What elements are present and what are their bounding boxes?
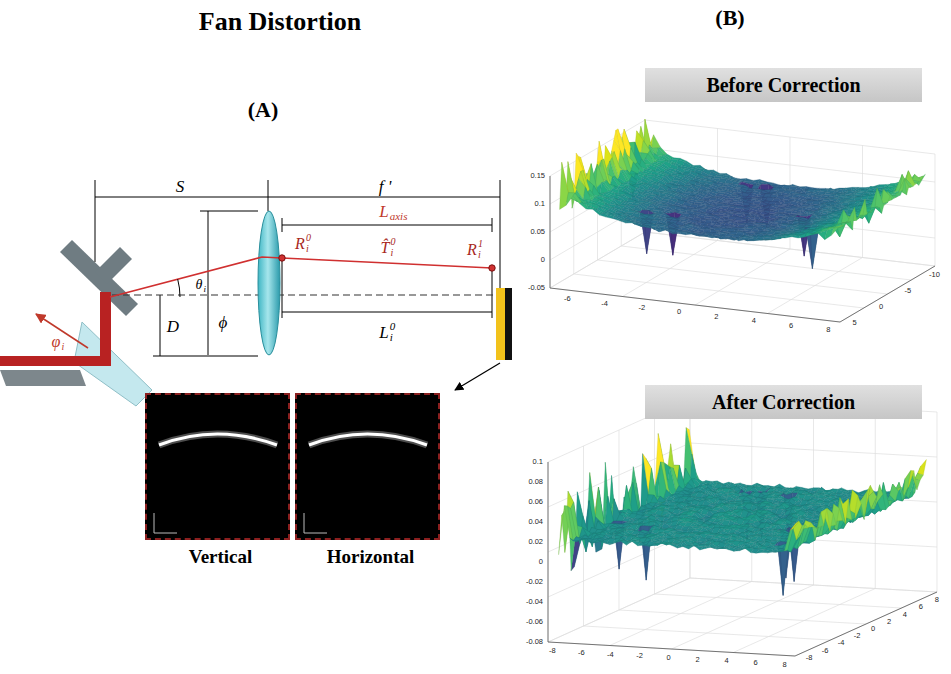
dimension-line [160, 295, 161, 356]
axis-line [548, 462, 549, 642]
surface-plot [550, 119, 935, 322]
laser-beam [100, 292, 111, 366]
grid-line [840, 266, 935, 322]
axis-line [550, 176, 551, 288]
dimension-tick [282, 218, 283, 232]
dimension-line [282, 225, 492, 226]
grid-line [795, 592, 937, 656]
dimension-tick [492, 218, 493, 232]
surface-patch [841, 210, 850, 225]
detector [496, 288, 505, 360]
surface-patch [586, 206, 595, 209]
surface-patch [831, 227, 840, 235]
surface-patch [763, 219, 772, 222]
surface-patch [724, 222, 733, 226]
panel-a-optics [0, 180, 512, 406]
surface-patch [805, 233, 814, 237]
surface-patch [867, 207, 876, 223]
dimension-line [208, 211, 209, 355]
grid-line [645, 148, 935, 182]
dimension-line [95, 197, 500, 198]
detector [505, 288, 512, 360]
grid-line [548, 642, 795, 656]
dimension-tick [200, 211, 258, 212]
surface-patch [583, 187, 592, 200]
grid-line [621, 246, 911, 280]
dimension-line [500, 180, 501, 288]
grid-line [937, 412, 938, 592]
dimension-line [282, 261, 283, 318]
surface-plot [548, 398, 937, 656]
surface-patch [881, 190, 890, 205]
ray-point [279, 255, 285, 261]
galvo-mirror [95, 247, 132, 284]
grid-line [550, 176, 551, 288]
grid-line [645, 232, 935, 266]
grid-line [645, 176, 935, 210]
angle-arc [178, 279, 180, 297]
grid-line [768, 258, 863, 314]
surface-patch [593, 209, 602, 215]
surface-patch [684, 191, 693, 193]
surface-patch [620, 202, 629, 205]
grid-line [619, 610, 866, 624]
axis-line [840, 266, 935, 322]
grid-line [645, 232, 935, 266]
optical-axis [112, 294, 496, 295]
axis-line [550, 288, 840, 322]
surface-plots [548, 119, 937, 656]
grid-line [690, 578, 937, 592]
galvo-mirror [60, 240, 138, 316]
pointer-arrow [455, 363, 500, 390]
surface-patch [613, 217, 622, 221]
grid-line [645, 120, 935, 154]
surface-patch [695, 182, 704, 186]
grid-line [935, 154, 936, 266]
grid-line [550, 288, 840, 322]
axis-line [548, 642, 795, 656]
grid-line [690, 443, 937, 457]
dimension-line [268, 180, 269, 211]
grid-line [645, 204, 935, 238]
surface-patch [692, 234, 701, 236]
surface-patch [619, 183, 628, 187]
grid-line [655, 594, 902, 608]
grey-slab [0, 370, 86, 386]
surface-patch [638, 212, 647, 254]
dimension-line [282, 312, 492, 313]
dimension-tick [153, 356, 258, 357]
dimension-line [95, 180, 96, 262]
surface-patch [650, 224, 659, 227]
light-ray [110, 257, 492, 297]
surface-patch [646, 226, 655, 230]
surface-patch [795, 187, 804, 191]
surface-patch [641, 141, 650, 154]
grid-line [598, 260, 888, 294]
grid-line [733, 589, 875, 653]
surface-patch [633, 223, 642, 227]
surface-patch [566, 193, 575, 206]
grid-line [548, 462, 549, 642]
axis-line [795, 592, 937, 656]
surface-patch [838, 222, 847, 237]
surface-patch [656, 148, 665, 156]
ray-point [489, 265, 495, 271]
surface-patch [626, 220, 635, 224]
surface-patch [652, 135, 661, 148]
laser-beam [0, 356, 111, 366]
surface-patch [666, 230, 675, 234]
lens [258, 211, 280, 355]
surface-patch [573, 193, 582, 203]
